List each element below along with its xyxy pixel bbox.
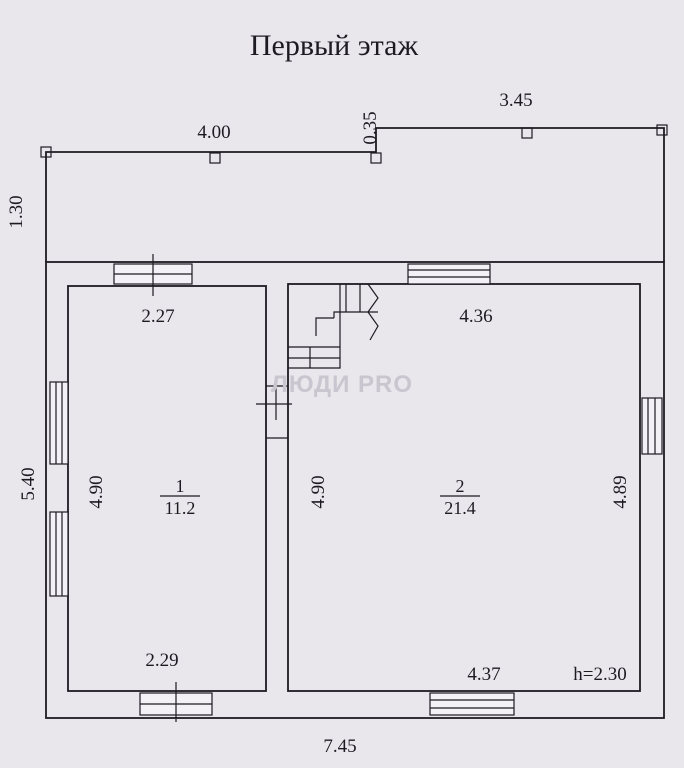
window-bottom-room1	[139, 682, 213, 722]
dim-room1-bottom: 2.29	[145, 650, 178, 671]
room-2-number: 2	[456, 476, 465, 496]
window-left-upper	[49, 381, 69, 465]
staircase	[288, 283, 379, 369]
room-1-area: 11.2	[165, 498, 196, 518]
dim-top-right: 3.45	[499, 90, 532, 111]
dim-room2-top: 4.36	[459, 306, 492, 327]
room-2-label: 2 21.4	[440, 476, 480, 518]
dim-left-side: 5.40	[18, 467, 39, 500]
room-2-area: 21.4	[444, 498, 476, 518]
window-right	[641, 397, 663, 455]
ceiling-height: h=2.30	[573, 664, 626, 685]
dim-top-left: 4.00	[197, 122, 230, 143]
house-walls	[45, 261, 665, 719]
dim-room2-bottom: 4.37	[467, 664, 500, 685]
dim-room2-right: 4.89	[610, 475, 631, 508]
room-1-number: 1	[176, 476, 185, 496]
window-top-room2	[407, 263, 491, 285]
watermark-text: ЛЮДИ PRO	[271, 371, 413, 398]
window-left-lower	[49, 511, 69, 597]
dim-room1-left: 4.90	[86, 475, 107, 508]
dim-bottom: 7.45	[323, 736, 356, 757]
dim-step: 0.35	[360, 111, 381, 144]
terrace-outline	[40, 124, 668, 262]
room-1-label: 1 11.2	[160, 476, 200, 518]
window-top-room1	[113, 254, 193, 296]
plan-title: Первый этаж	[250, 29, 419, 62]
window-bottom-room2	[429, 692, 515, 716]
dim-room2-left: 4.90	[308, 475, 329, 508]
door-mark	[256, 388, 292, 420]
dim-terrace-depth: 1.30	[6, 195, 27, 228]
dim-room1-top: 2.27	[141, 306, 174, 327]
